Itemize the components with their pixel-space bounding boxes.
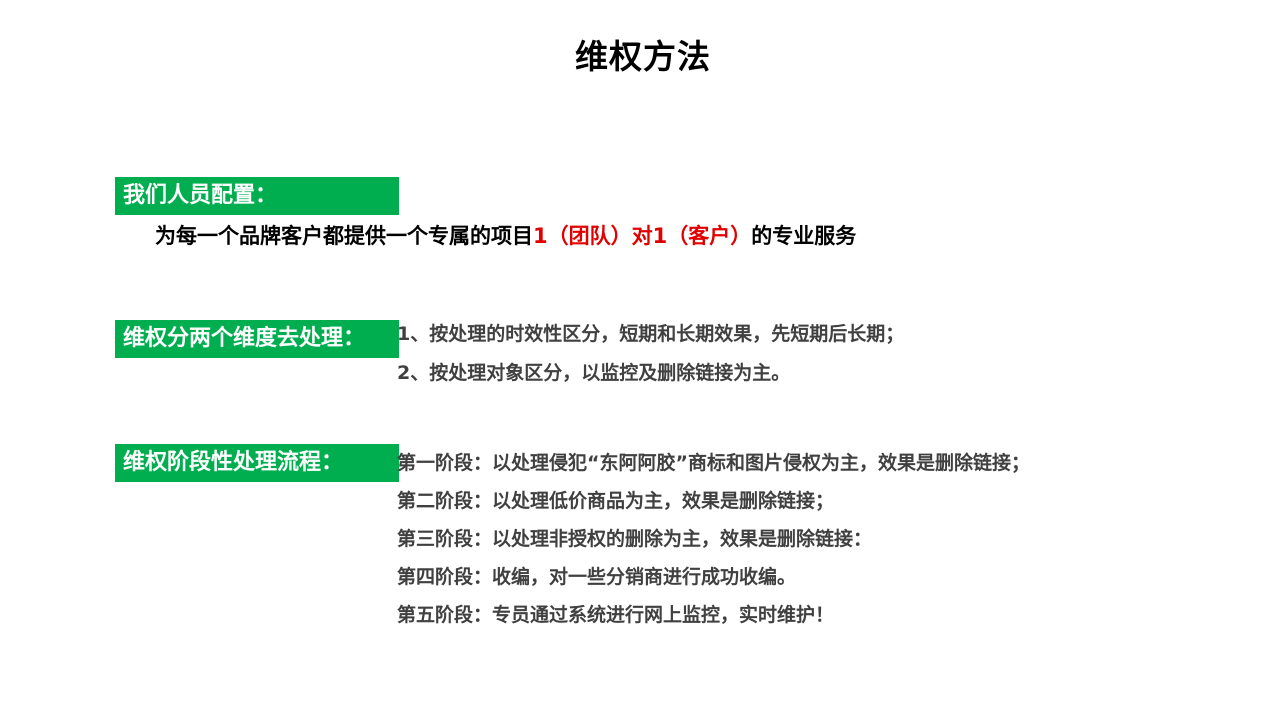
staff-config-suffix: 的专业服务 xyxy=(751,224,857,248)
list-item: 第三阶段：以处理非授权的删除为主，效果是删除链接： xyxy=(397,528,873,550)
list-item: 2、按处理对象区分，以监控及删除链接为主。 xyxy=(397,362,791,384)
list-item: 第一阶段：以处理侵犯“东阿阿胶”商标和图片侵权为主，效果是删除链接； xyxy=(397,452,1030,474)
process-flow-list: 第一阶段：以处理侵犯“东阿阿胶”商标和图片侵权为主，效果是删除链接； 第二阶段：… xyxy=(397,449,1030,639)
list-item: 1、按处理的时效性区分，短期和长期效果，先短期后长期； xyxy=(397,323,905,345)
list-item: 第四阶段：收编，对一些分销商进行成功收编。 xyxy=(397,566,797,588)
dimensions-label: 维权分两个维度去处理： xyxy=(115,320,399,358)
staff-config-text: 为每一个品牌客户都提供一个专属的项目1（团队）对1（客户）的专业服务 xyxy=(155,220,856,252)
process-flow-label: 维权阶段性处理流程： xyxy=(115,444,399,482)
staff-config-highlight: 1（团队）对1（客户） xyxy=(533,224,752,248)
list-item: 第五阶段：专员通过系统进行网上监控，实时维护！ xyxy=(397,604,835,626)
list-item: 第二阶段：以处理低价商品为主，效果是删除链接； xyxy=(397,490,835,512)
dimensions-list: 1、按处理的时效性区分，短期和长期效果，先短期后长期； 2、按处理对象区分，以监… xyxy=(397,320,904,398)
staff-config-label: 我们人员配置： xyxy=(115,177,399,215)
page-title: 维权方法 xyxy=(575,37,711,76)
staff-config-prefix: 为每一个品牌客户都提供一个专属的项目 xyxy=(155,224,533,248)
